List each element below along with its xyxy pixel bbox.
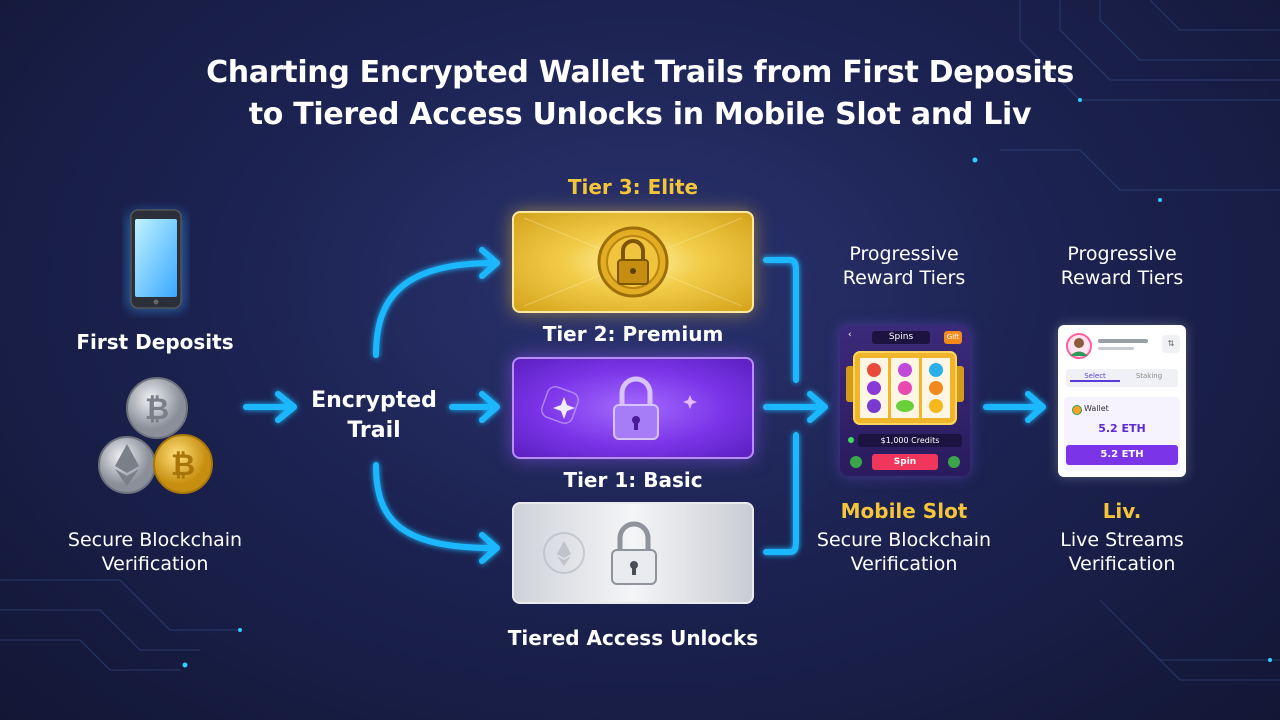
tab-staking[interactable]: Staking (1135, 372, 1163, 380)
status-dot (848, 437, 854, 443)
plum-icon (898, 363, 912, 377)
svg-text:₿: ₿ (171, 448, 195, 483)
phone-icon (128, 209, 184, 310)
wallet-action-button[interactable]: 5.2 ETH (1066, 445, 1178, 465)
bracket-top (763, 257, 799, 383)
bitcoin-gold-icon: ₿ (153, 434, 213, 494)
trail-line-2: Trail (347, 418, 401, 443)
live-wallet-screen[interactable]: ⇅ Select Staking Wallet 5.2 ETH 5.2 ETH (1058, 325, 1186, 477)
grape2-icon (867, 399, 881, 413)
tier1-label: Tier 1: Basic (563, 468, 703, 492)
live-bottom-line-2: Verification (1068, 553, 1176, 575)
live-top-line-2: Reward Tiers (1060, 267, 1184, 289)
slot-top-line-1: Progressive (849, 243, 959, 265)
gem-icon (929, 363, 943, 377)
title-line-1: Charting Encrypted Wallet Trails from Fi… (206, 55, 1074, 90)
live-verification-label: Live Streams Verification (1022, 528, 1222, 576)
wallet-icon (1072, 405, 1082, 415)
grape-icon (867, 381, 881, 395)
vault-lock-icon (523, 217, 743, 307)
silver-lock-icon (543, 521, 657, 585)
slot-bottom-line-1: Secure Blockchain (816, 529, 992, 551)
secure-verification-label: Secure Blockchain Verification (55, 528, 255, 576)
profile-sub-line (1098, 347, 1134, 350)
lemon-icon (929, 399, 943, 413)
page-title: Charting Encrypted Wallet Trails from Fi… (0, 52, 1280, 136)
bitcoin-silver-icon: ₿ (126, 377, 188, 439)
cherry-icon (867, 363, 881, 377)
tier3-elite-card[interactable] (512, 211, 754, 313)
bet-minus-icon[interactable] (850, 456, 862, 468)
mobile-slot-screen[interactable]: ‹ Spins Gift $1,000 Credits Spin (840, 326, 970, 476)
melon-icon (896, 400, 914, 412)
tab-select[interactable]: Select (1070, 372, 1120, 382)
live-reward-tiers-label: Progressive Reward Tiers (1032, 242, 1212, 290)
svg-text:₿: ₿ (145, 392, 169, 427)
purple-lock-icon (540, 376, 697, 440)
mobile-slot-label: Mobile Slot (840, 499, 968, 523)
tier2-premium-card[interactable] (512, 357, 754, 459)
live-bottom-line-1: Live Streams (1060, 529, 1184, 551)
live-label: Liv. (1102, 499, 1142, 523)
title-line-2: to Tiered Access Unlocks in Mobile Slot … (248, 97, 1032, 132)
encrypted-trail-label: Encrypted Trail (300, 386, 448, 446)
spin-button[interactable]: Spin (872, 454, 938, 470)
profile-name-line (1098, 339, 1148, 343)
ethereum-coin-icon (98, 436, 156, 494)
tier2-label: Tier 2: Premium (542, 322, 724, 346)
slot-reward-tiers-label: Progressive Reward Tiers (814, 242, 994, 290)
swap-icon[interactable]: ⇅ (1162, 335, 1180, 353)
tiered-access-label: Tiered Access Unlocks (507, 626, 759, 650)
tier1-basic-card[interactable] (512, 502, 754, 604)
orange-icon (929, 381, 943, 395)
slot-verification-label: Secure Blockchain Verification (804, 528, 1004, 576)
trail-line-1: Encrypted (311, 388, 437, 413)
crypto-coins: ₿ ₿ (98, 377, 213, 494)
slot-top-line-2: Reward Tiers (842, 267, 966, 289)
tab-bar (1066, 369, 1178, 387)
arrow-trail-to-tier3 (373, 260, 497, 358)
sparkle-icon (553, 397, 575, 419)
gift-badge[interactable]: Gift (944, 331, 962, 344)
slot-bottom-line-2: Verification (850, 553, 958, 575)
wallet-balance: 5.2 ETH (1098, 422, 1146, 435)
first-deposits-label: First Deposits (76, 330, 234, 354)
berry-icon (898, 381, 912, 395)
tier3-label: Tier 3: Elite (567, 175, 699, 199)
back-icon[interactable]: ‹ (848, 330, 852, 340)
live-top-line-1: Progressive (1067, 243, 1177, 265)
arrow-trail-to-tier1 (373, 462, 497, 551)
slot-header: Spins (872, 331, 930, 344)
secure-line-2: Verification (101, 553, 209, 575)
wallet-label: Wallet (1084, 404, 1109, 413)
credits-display: $1,000 Credits (858, 434, 962, 447)
avatar (1066, 333, 1092, 359)
slot-reels (846, 351, 964, 425)
bet-plus-icon[interactable] (948, 456, 960, 468)
bracket-bottom (763, 432, 799, 555)
secure-line-1: Secure Blockchain (67, 529, 243, 551)
